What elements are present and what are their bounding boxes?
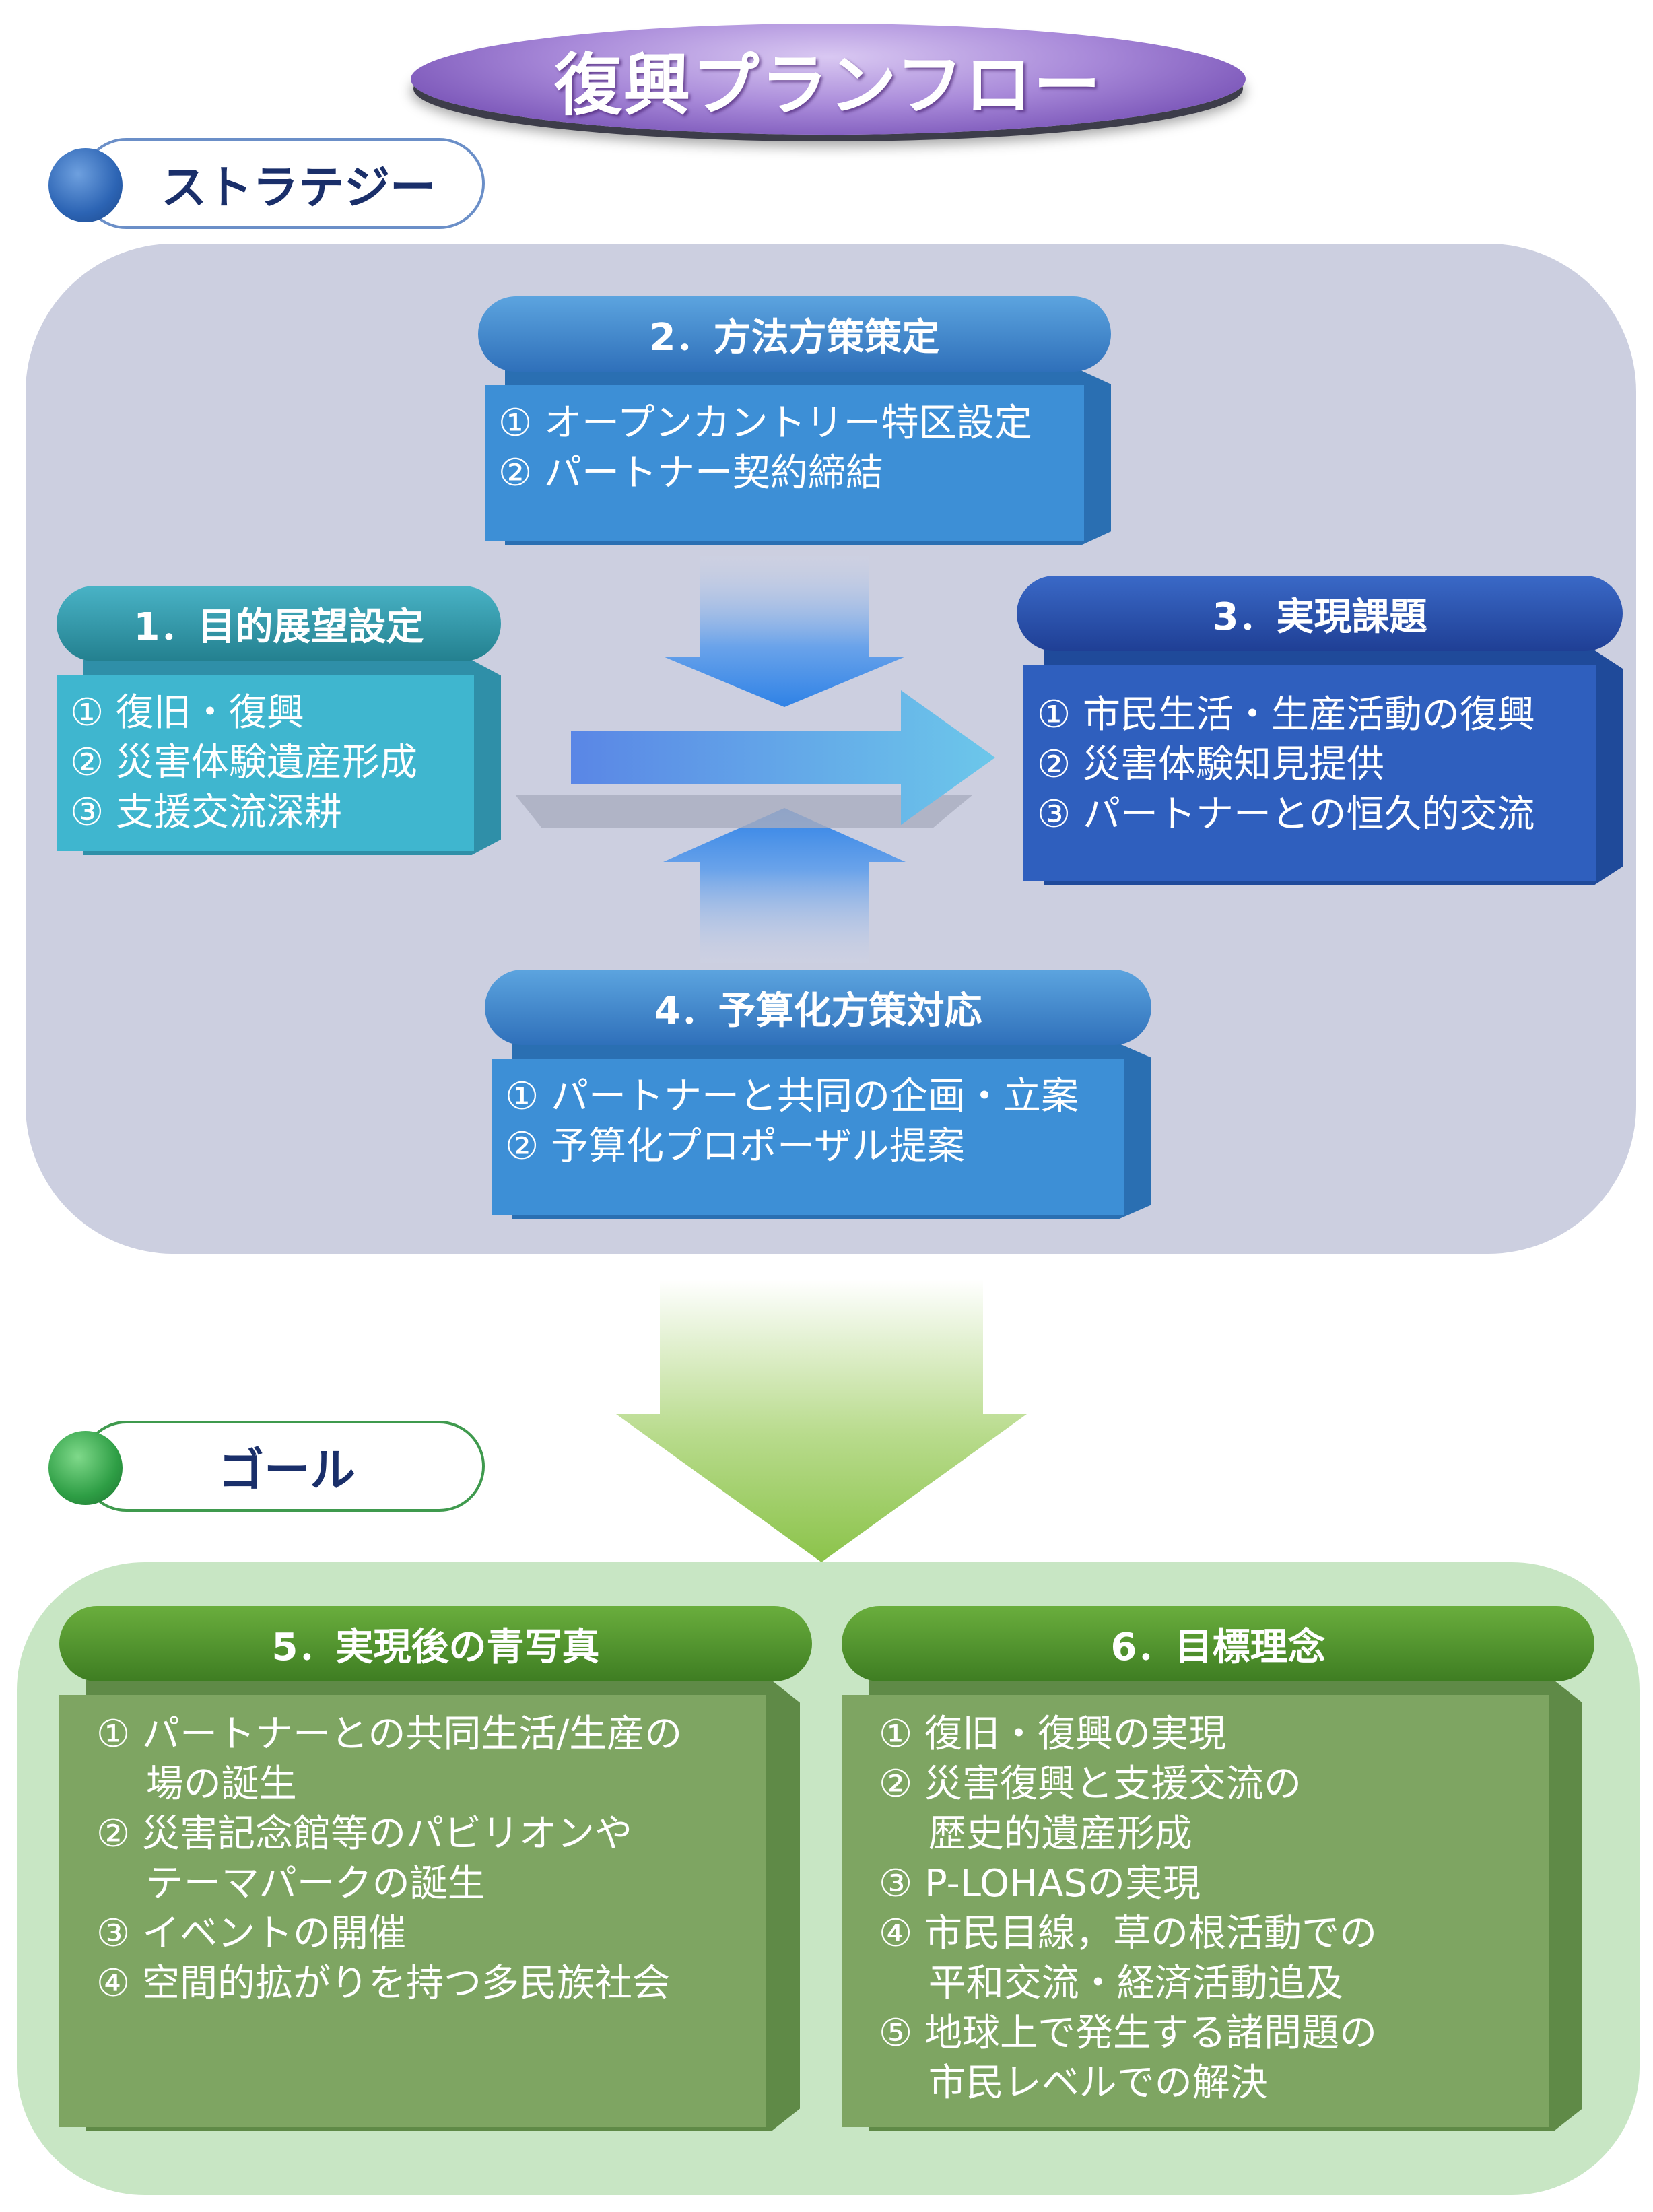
page-title: 復興プランフロー <box>411 24 1246 135</box>
box-2-body: ① オープンカントリー特区設定 ② パートナー契約締結 <box>485 385 1084 541</box>
box-4-item: ① パートナーと共同の企画・立案 <box>505 1075 1079 1118</box>
box-5-group: 5．実現後の青写真 ① パートナーとの共同生活/生産の 場の誕生 ② 災害記念館… <box>59 1606 812 2131</box>
box-6-item: ② 災害復興と支援交流の <box>879 1762 1302 1806</box>
arrow-right-shadow <box>515 768 973 828</box>
box-2-item: ① オープンカントリー特区設定 <box>498 401 1032 445</box>
arrow-right-icon <box>571 690 995 825</box>
box-1-item: ③ 支援交流深耕 <box>70 791 343 834</box>
box-5-item: ② 災害記念館等のパビリオンや <box>96 1812 633 1856</box>
box-2-title: 2．方法方策策定 <box>478 296 1111 372</box>
box-6-title: 6．目標理念 <box>842 1606 1594 1681</box>
strategy-bullet-icon <box>48 148 123 222</box>
box-3-item: ① 市民生活・生産活動の復興 <box>1037 693 1536 737</box>
box-5-item: ① パートナーとの共同生活/生産の <box>96 1712 683 1756</box>
box-4-body: ① パートナーと共同の企画・立案 ② 予算化プロポーザル提案 <box>492 1059 1124 1215</box>
box-5-body: ① パートナーとの共同生活/生産の 場の誕生 ② 災害記念館等のパビリオンや テ… <box>59 1695 766 2127</box>
box-2-group: 2．方法方策策定 ① オープンカントリー特区設定 ② パートナー契約締結 <box>478 296 1111 545</box>
box-5-item: 場の誕生 <box>96 1762 297 1806</box>
box-6-item: ④ 市民目線，草の根活動での <box>879 1912 1378 1955</box>
goal-label-text: ゴール <box>218 1444 356 1498</box>
box-6-group: 6．目標理念 ① 復旧・復興の実現 ② 災害復興と支援交流の 歴史的遺産形成 ③… <box>842 1606 1594 2131</box>
box-3-group: 3．実現課題 ① 市民生活・生産活動の復興 ② 災害体験知見提供 ③ パートナー… <box>1017 576 1623 885</box>
box-5-item: ④ 空間的拡がりを持つ多民族社会 <box>96 1962 671 2005</box>
box-6-item: 平和交流・経済活動追及 <box>879 1962 1343 2005</box>
box-5-title: 5．実現後の青写真 <box>59 1606 812 1681</box>
box-1-body: ① 復旧・復興 ② 災害体験遺産形成 ③ 支援交流深耕 <box>57 675 474 851</box>
box-3-item: ③ パートナーとの恒久的交流 <box>1037 793 1535 836</box>
box-1-title: 1．目的展望設定 <box>57 586 501 661</box>
box-3-body: ① 市民生活・生産活動の復興 ② 災害体験知見提供 ③ パートナーとの恒久的交流 <box>1023 665 1596 881</box>
goal-label: ゴール <box>81 1421 485 1512</box>
box-6-body: ① 復旧・復興の実現 ② 災害復興と支援交流の 歴史的遺産形成 ③ P-LOHA… <box>842 1695 1549 2127</box>
page-title-text: 復興プランフロー <box>554 46 1102 125</box>
box-3-item: ② 災害体験知見提供 <box>1037 743 1385 786</box>
strategy-label: ストラテジー <box>81 138 485 229</box>
box-2-item: ② パートナー契約締結 <box>498 451 884 495</box>
goal-bullet-icon <box>48 1431 123 1505</box>
box-1-item: ② 災害体験遺産形成 <box>70 741 418 784</box>
box-1-group: 1．目的展望設定 ① 復旧・復興 ② 災害体験遺産形成 ③ 支援交流深耕 <box>57 586 501 855</box>
box-4-title: 4．予算化方策対応 <box>485 970 1151 1045</box>
box-3-title: 3．実現課題 <box>1017 576 1623 651</box>
arrow-down-icon <box>663 556 906 707</box>
box-6-item: ① 復旧・復興の実現 <box>879 1712 1227 1756</box>
box-6-item: 市民レベルでの解決 <box>879 2061 1268 2105</box>
box-4-item: ② 予算化プロポーザル提案 <box>505 1125 965 1168</box>
arrow-up-icon <box>663 808 906 963</box>
strategy-label-text: ストラテジー <box>161 162 436 215</box>
arrow-down-green-icon <box>616 1279 1027 1562</box>
box-6-item: ⑤ 地球上で発生する諸問題の <box>879 2011 1378 2055</box>
box-5-item: テーマパークの誕生 <box>96 1862 485 1906</box>
box-6-item: ③ P-LOHASの実現 <box>879 1862 1201 1906</box>
box-6-item: 歴史的遺産形成 <box>879 1812 1192 1856</box>
box-5-item: ③ イベントの開催 <box>96 1912 407 1955</box>
box-4-group: 4．予算化方策対応 ① パートナーと共同の企画・立案 ② 予算化プロポーザル提案 <box>485 970 1151 1219</box>
box-1-item: ① 復旧・復興 <box>70 691 305 735</box>
